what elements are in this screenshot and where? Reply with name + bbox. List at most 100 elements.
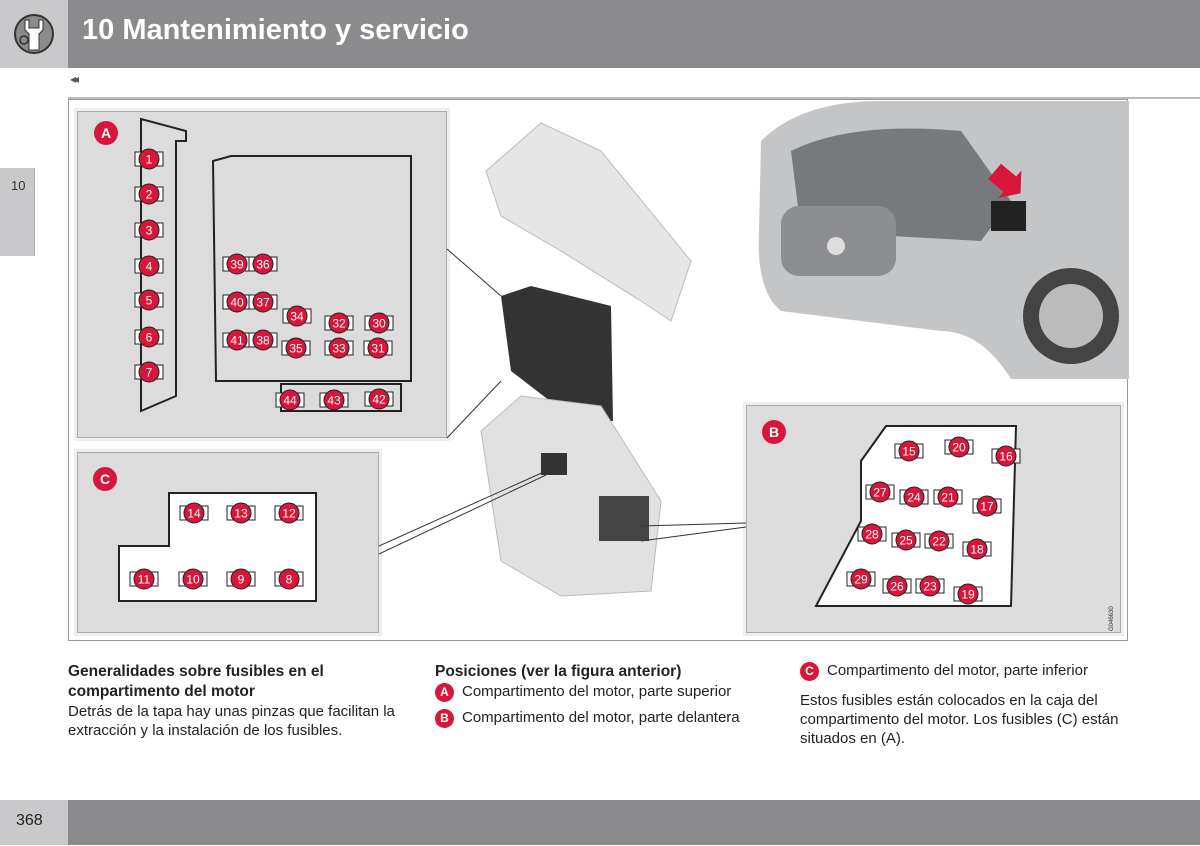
- fuse-number: 40: [230, 296, 244, 310]
- car-photo: [758, 101, 1129, 379]
- fuse-36: 36: [248, 253, 278, 275]
- panel-badge-b-circle: [762, 420, 786, 444]
- fuse-number: 18: [970, 543, 984, 557]
- figure-code: G046630: [1109, 606, 1115, 631]
- chapter-title: 10 Mantenimiento y servicio: [82, 14, 469, 46]
- fuse-number: 12: [282, 507, 296, 521]
- header-icon-area: [0, 0, 68, 68]
- fuse-9: 9: [226, 568, 256, 590]
- fuse-number: 7: [146, 366, 153, 380]
- fuse-39: 39: [222, 253, 252, 275]
- fuse-41: 41: [222, 329, 252, 351]
- fuse-number: 3: [146, 224, 153, 238]
- fuse-18: 18: [962, 538, 992, 560]
- fuse-number: 22: [932, 535, 946, 549]
- fuse-number: 31: [371, 342, 385, 356]
- fuse-box-photo: [378, 122, 747, 597]
- fuse-8: 8: [274, 568, 304, 590]
- position-item-a: A Compartimento del motor, parte superior: [435, 682, 765, 702]
- fuse-4: 4: [134, 255, 164, 277]
- fuse-number: 27: [873, 486, 887, 500]
- fuse-3: 3: [134, 219, 164, 241]
- fuse-number: 4: [146, 260, 153, 274]
- fuse-21: 21: [933, 486, 963, 508]
- fuse-20: 20: [944, 436, 974, 458]
- fuse-40: 40: [222, 291, 252, 313]
- fuse-33: 33: [324, 337, 354, 359]
- fuse-32: 32: [324, 312, 354, 334]
- header-bar: [68, 0, 1200, 68]
- fuse-38: 38: [248, 329, 278, 351]
- fuse-number: 38: [256, 334, 270, 348]
- fuse-15: 15: [894, 440, 924, 462]
- fuse-1: 1: [134, 148, 164, 170]
- footer-left: [0, 800, 68, 845]
- panel-badge-a-circle: [94, 121, 118, 145]
- fuse-number: 8: [286, 573, 293, 587]
- panel-badge-c-circle: [93, 467, 117, 491]
- fuse-number: 35: [289, 342, 303, 356]
- fuse-number: 16: [999, 450, 1013, 464]
- fuse-13: 13: [226, 502, 256, 524]
- fuse-number: 5: [146, 294, 153, 308]
- fuse-number: 28: [865, 528, 879, 542]
- fuse-44: 44: [275, 389, 305, 411]
- fuse-31: 31: [363, 337, 393, 359]
- column-general: Generalidades sobre fusibles en el compa…: [68, 662, 398, 740]
- fuse-28: 28: [857, 523, 887, 545]
- fuse-number: 37: [256, 296, 270, 310]
- position-text: Compartimento del motor, parte superior: [462, 683, 732, 700]
- fuse-37: 37: [248, 291, 278, 313]
- position-text: Compartimento del motor, parte delantera: [462, 709, 740, 726]
- fuse-43: 43: [319, 389, 349, 411]
- fuse-number: 30: [372, 317, 386, 331]
- fuse-23: 23: [915, 575, 945, 597]
- fuse-number: 39: [230, 258, 244, 272]
- fuse-number: 2: [146, 188, 153, 202]
- position-text: Compartimento del motor, parte inferior: [827, 662, 1088, 679]
- continued-marker: ◂◂: [70, 72, 79, 86]
- fuse-30: 30: [364, 312, 394, 334]
- fuse-2: 2: [134, 183, 164, 205]
- footer-bar: [68, 800, 1200, 845]
- fuse-number: 43: [327, 394, 341, 408]
- panel-badge-b: B: [769, 424, 779, 440]
- fuse-number: 24: [907, 491, 921, 505]
- section-body: Estos fusibles están colocados en la caj…: [800, 692, 1119, 747]
- position-item-c: C Compartimento del motor, parte inferior: [800, 661, 1130, 681]
- fuse-number: 21: [941, 491, 955, 505]
- fuse-number: 19: [961, 588, 975, 602]
- fuse-number: 44: [283, 394, 297, 408]
- fuse-19: 19: [953, 583, 983, 605]
- divider: [68, 97, 1200, 99]
- fuse-5: 5: [134, 289, 164, 311]
- fuse-number: 10: [186, 573, 200, 587]
- fuse-22: 22: [924, 530, 954, 552]
- wrench-icon: [14, 14, 54, 54]
- section-heading: Posiciones (ver la figura anterior): [435, 663, 682, 680]
- chapter-tab[interactable]: 10: [0, 168, 35, 256]
- fuse-27: 27: [865, 481, 895, 503]
- badge-c: C: [800, 662, 819, 681]
- fuse-34: 34: [282, 305, 312, 327]
- fuse-number: 42: [372, 393, 386, 407]
- fuse-number: 23: [923, 580, 937, 594]
- fuse-14: 14: [179, 502, 209, 524]
- fuse-number: 25: [899, 534, 913, 548]
- fuse-number: 29: [854, 573, 868, 587]
- column-lower: C Compartimento del motor, parte inferior…: [800, 661, 1130, 748]
- fuse-12: 12: [274, 502, 304, 524]
- fuse-number: 33: [332, 342, 346, 356]
- column-positions: Posiciones (ver la figura anterior) A Com…: [435, 662, 765, 731]
- fuse-number: 34: [290, 310, 304, 324]
- fuse-number: 20: [952, 441, 966, 455]
- fuse-number: 11: [138, 573, 151, 587]
- badge-a: A: [435, 683, 454, 702]
- fuse-7: 7: [134, 361, 164, 383]
- chapter-tab-label: 10: [11, 178, 26, 193]
- fuse-42: 42: [364, 388, 394, 410]
- fuse-number: 32: [332, 317, 346, 331]
